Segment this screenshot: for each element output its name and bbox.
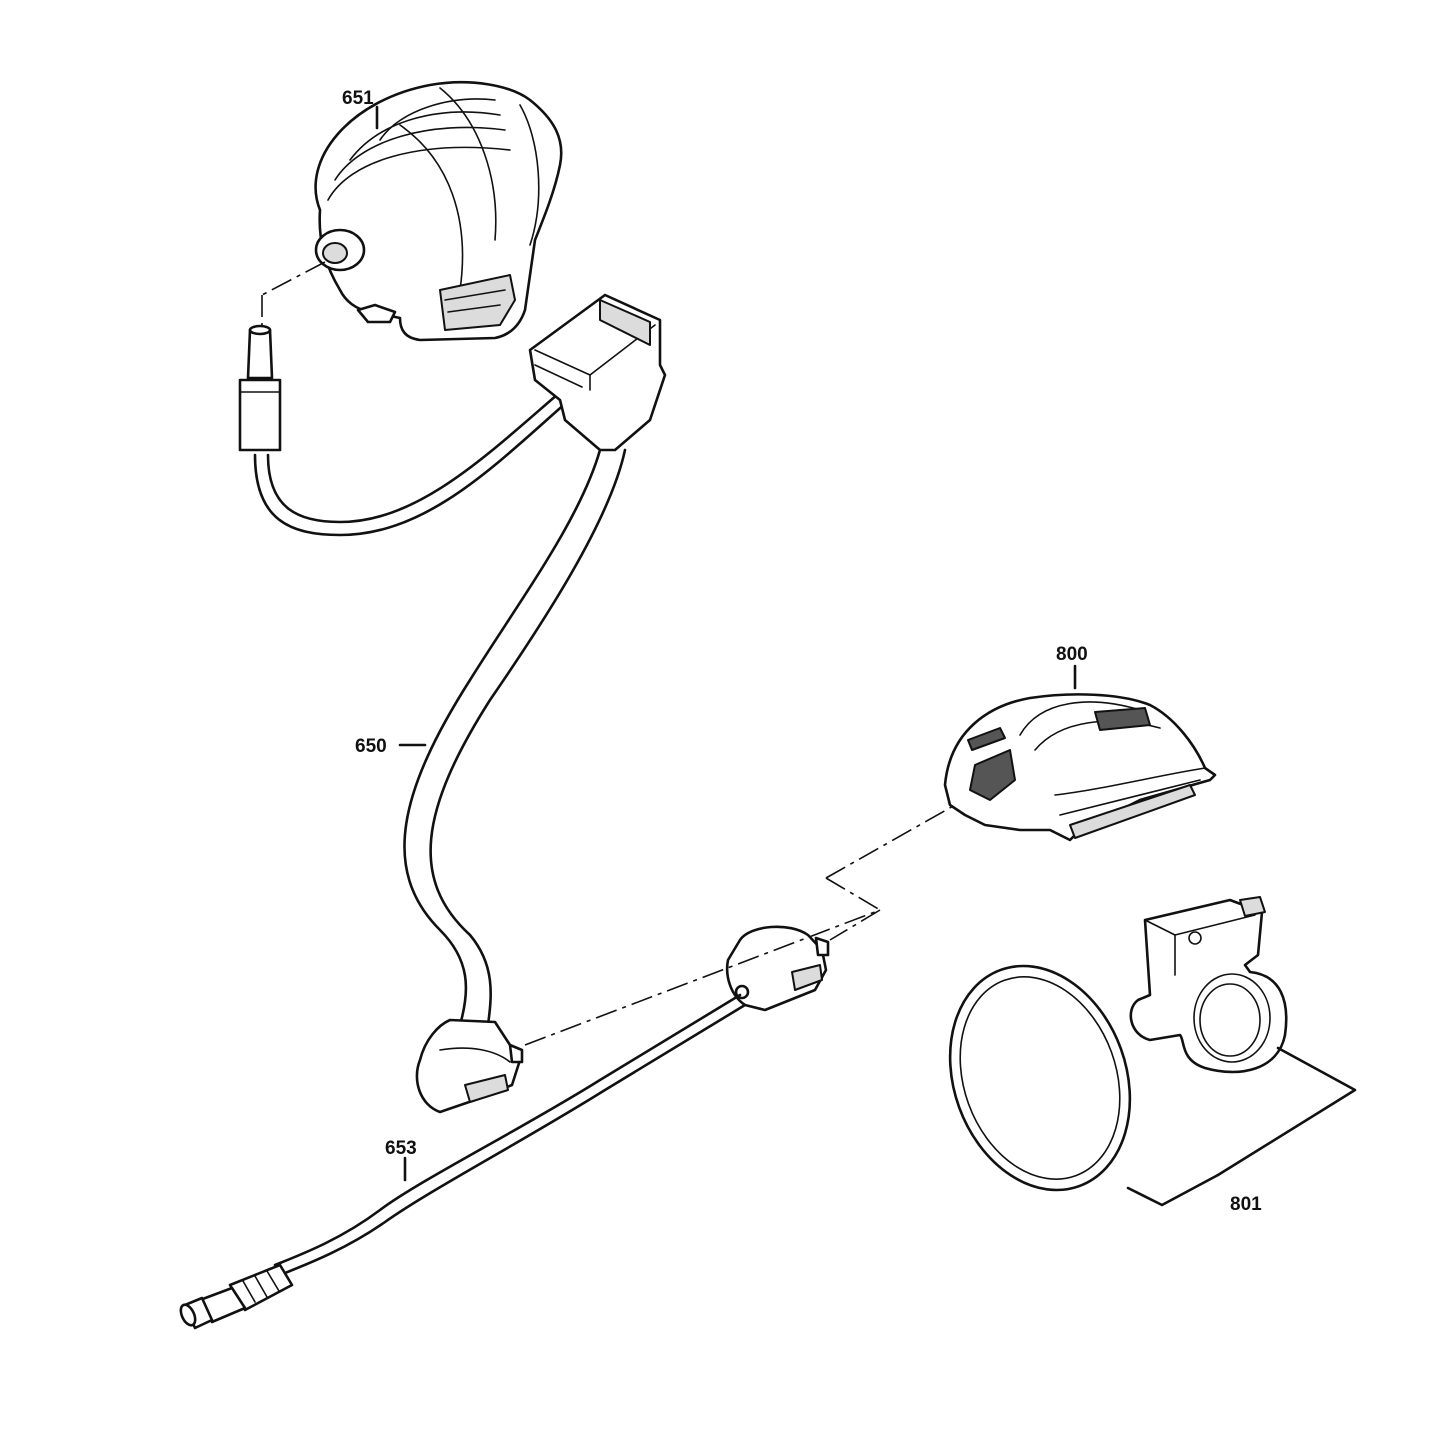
connector-guide-line: [825, 877, 881, 911]
label-653: 653: [385, 1138, 417, 1159]
label-800: 800: [1056, 644, 1088, 665]
part-653-cable: [179, 925, 830, 1330]
label-650: 650: [355, 736, 387, 757]
part-650-cable: [238, 293, 667, 1114]
part-651-light-head: [314, 80, 563, 342]
connector-guide-line: [825, 804, 956, 879]
part-800-cover: [943, 693, 1217, 842]
label-651: 651: [342, 88, 374, 109]
label-801: 801: [1230, 1194, 1262, 1215]
connector-guide-line: [829, 909, 881, 941]
bracket-801: [1126, 1173, 1220, 1207]
connector-guide-line: [261, 261, 326, 296]
part-801-mount-set: [948, 896, 1288, 1192]
bracket-801: [1216, 1046, 1357, 1177]
connector-guide-line: [524, 909, 881, 1046]
